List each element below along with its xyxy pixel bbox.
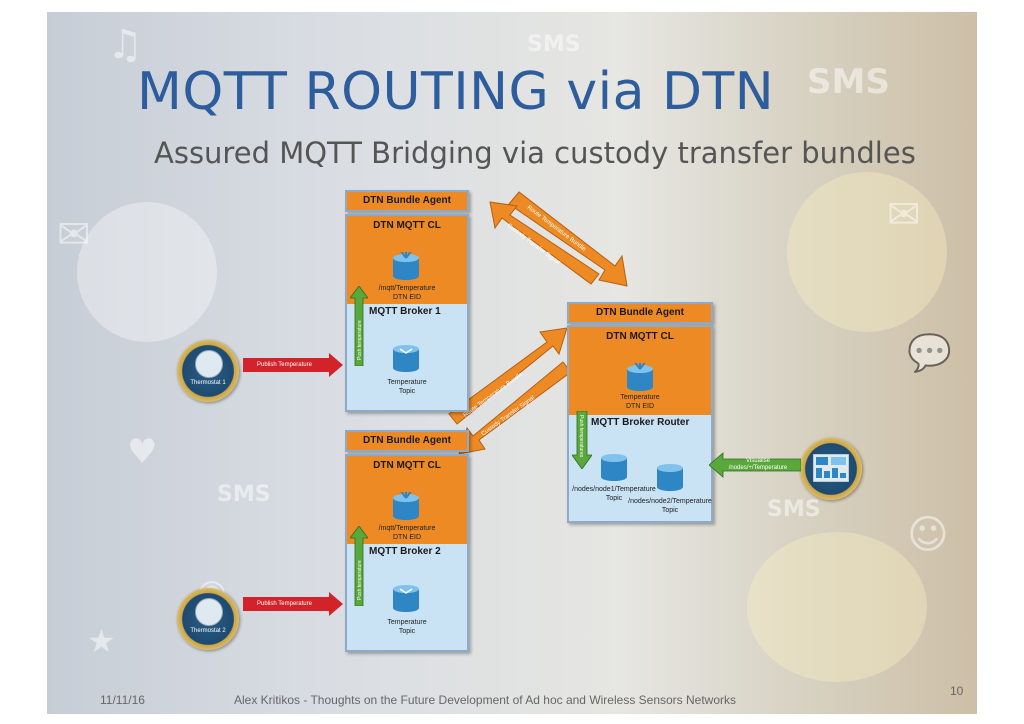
- router-broker-title: MQTT Broker Router: [591, 417, 690, 428]
- background-bubble: [747, 532, 927, 682]
- sms-background-icon: SMS: [527, 32, 581, 57]
- dashboard-screen-icon: [813, 454, 849, 482]
- sms-background-icon: SMS: [767, 497, 821, 522]
- router-bundle-agent: DTN Bundle Agent: [567, 302, 713, 324]
- node2-cl-database-icon: [393, 492, 419, 520]
- node2-topic-label: Temperature Topic: [387, 619, 427, 635]
- background-bubble: [77, 202, 217, 342]
- node1-broker-title: MQTT Broker 1: [369, 306, 441, 317]
- router-push-arrow-label: Push temperatures: [578, 415, 584, 458]
- thermostat2-publish-label: Publish Temperature: [243, 597, 331, 611]
- smile-background-icon: ☺: [907, 512, 949, 558]
- router-topic1-label: /nodes/node1/Temperature Topic: [572, 486, 656, 502]
- node2-mqtt-cl: DTN MQTT CL /mqtt/Temperature DTN EID: [347, 456, 467, 544]
- node2-box: DTN MQTT CL /mqtt/Temperature DTN EID MQ…: [345, 454, 469, 652]
- thermostat1-dial: [195, 350, 223, 378]
- mail-background-icon: ✉: [57, 212, 91, 258]
- sms-background-icon: SMS: [217, 482, 271, 507]
- heart-background-icon: ♥: [127, 432, 158, 472]
- node1-push-arrow: Push temperature: [350, 286, 368, 366]
- music-background-icon: ♫: [107, 22, 143, 68]
- node2-cl-title: DTN MQTT CL: [373, 460, 441, 471]
- thermostat2-dial: [195, 598, 223, 626]
- node2-topic-database-icon: [393, 585, 419, 612]
- link-arrows: Route Temperature Bundle Custody Transfe…: [448, 191, 628, 455]
- thermostat1-publish-arrow: Publish Temperature: [243, 353, 343, 377]
- footer-text: Alex Kritikos - Thoughts on the Future D…: [234, 693, 737, 707]
- router-broker: MQTT Broker Router /nodes/node1/Temperat…: [569, 415, 712, 521]
- node1-topic-label: Temperature Topic: [387, 379, 427, 395]
- footer-date: 11/11/16: [100, 693, 145, 707]
- slide-canvas: SMS SMS SMS SMS ♫ ★ ✉ ✉ 💬 ♥ ◉ ☺ MQTT ROU…: [47, 12, 977, 714]
- router-box: DTN MQTT CL Temperature DTN EID MQTT Bro…: [567, 325, 713, 523]
- page-number: 10: [950, 684, 964, 698]
- slide-subtitle: Assured MQTT Bridging via custody transf…: [154, 136, 916, 170]
- dashboard-icon[interactable]: [800, 438, 862, 500]
- node1-bundle-agent: DTN Bundle Agent: [345, 190, 469, 212]
- visualise-label: Visualise /nodes/+/Temperature: [728, 458, 788, 471]
- thermostat2-publish-arrowhead: [329, 592, 343, 616]
- node2-push-arrow: Push temperature: [350, 526, 368, 606]
- router-mqtt-cl: DTN MQTT CL Temperature DTN EID: [569, 327, 711, 415]
- mail-background-icon: ✉: [887, 192, 921, 238]
- router-cl-title: DTN MQTT CL: [606, 331, 674, 342]
- visualise-arrow: [709, 452, 801, 478]
- thermostat1-publish-arrowhead: [329, 353, 343, 377]
- router-cl-database-icon: [627, 363, 653, 391]
- node1-push-arrow-label: Push temperature: [357, 320, 363, 360]
- router-cl-eid: Temperature DTN EID: [620, 394, 660, 410]
- node1-box: DTN MQTT CL /mqtt/Temperature DTN EID MQ…: [345, 214, 469, 412]
- node2-broker: MQTT Broker 2 Temperature Topic: [347, 544, 467, 650]
- thermostat1-publish-label: Publish Temperature: [243, 358, 331, 372]
- node2-push-arrow-label: Push temperature: [357, 560, 363, 600]
- router-topic2-label: /nodes/node2/Temperature Topic: [628, 498, 712, 514]
- node1-cl-database-icon: [393, 252, 419, 280]
- thermostat2-label: Thermostat 2: [190, 628, 226, 634]
- sms-background-icon: SMS: [807, 62, 890, 102]
- node1-cl-eid: /mqtt/Temperature DTN EID: [378, 285, 436, 301]
- thermostat1-label: Thermostat 1: [190, 380, 226, 386]
- thermostat2-publish-arrow: Publish Temperature: [243, 592, 343, 616]
- star-background-icon: ★: [87, 622, 116, 660]
- background-bubble: [787, 172, 947, 332]
- thermostat1-icon[interactable]: Thermostat 1: [177, 340, 239, 402]
- router-push-arrow: Push temperatures: [572, 411, 592, 469]
- node2-broker-title: MQTT Broker 2: [369, 546, 441, 557]
- chat-background-icon: 💬: [907, 333, 952, 374]
- node2-cl-eid: /mqtt/Temperature DTN EID: [378, 525, 436, 541]
- router-topic1-database-icon: [601, 454, 627, 481]
- node1-mqtt-cl: DTN MQTT CL /mqtt/Temperature DTN EID: [347, 216, 467, 304]
- node1-topic-database-icon: [393, 345, 419, 372]
- node2-bundle-agent: DTN Bundle Agent: [345, 430, 469, 452]
- thermostat2-icon[interactable]: Thermostat 2: [177, 588, 239, 650]
- slide-title: MQTT ROUTING via DTN: [137, 62, 775, 122]
- node1-cl-title: DTN MQTT CL: [373, 220, 441, 231]
- node1-broker: MQTT Broker 1 Temperature Topic: [347, 304, 467, 410]
- router-topic2-database-icon: [657, 464, 683, 491]
